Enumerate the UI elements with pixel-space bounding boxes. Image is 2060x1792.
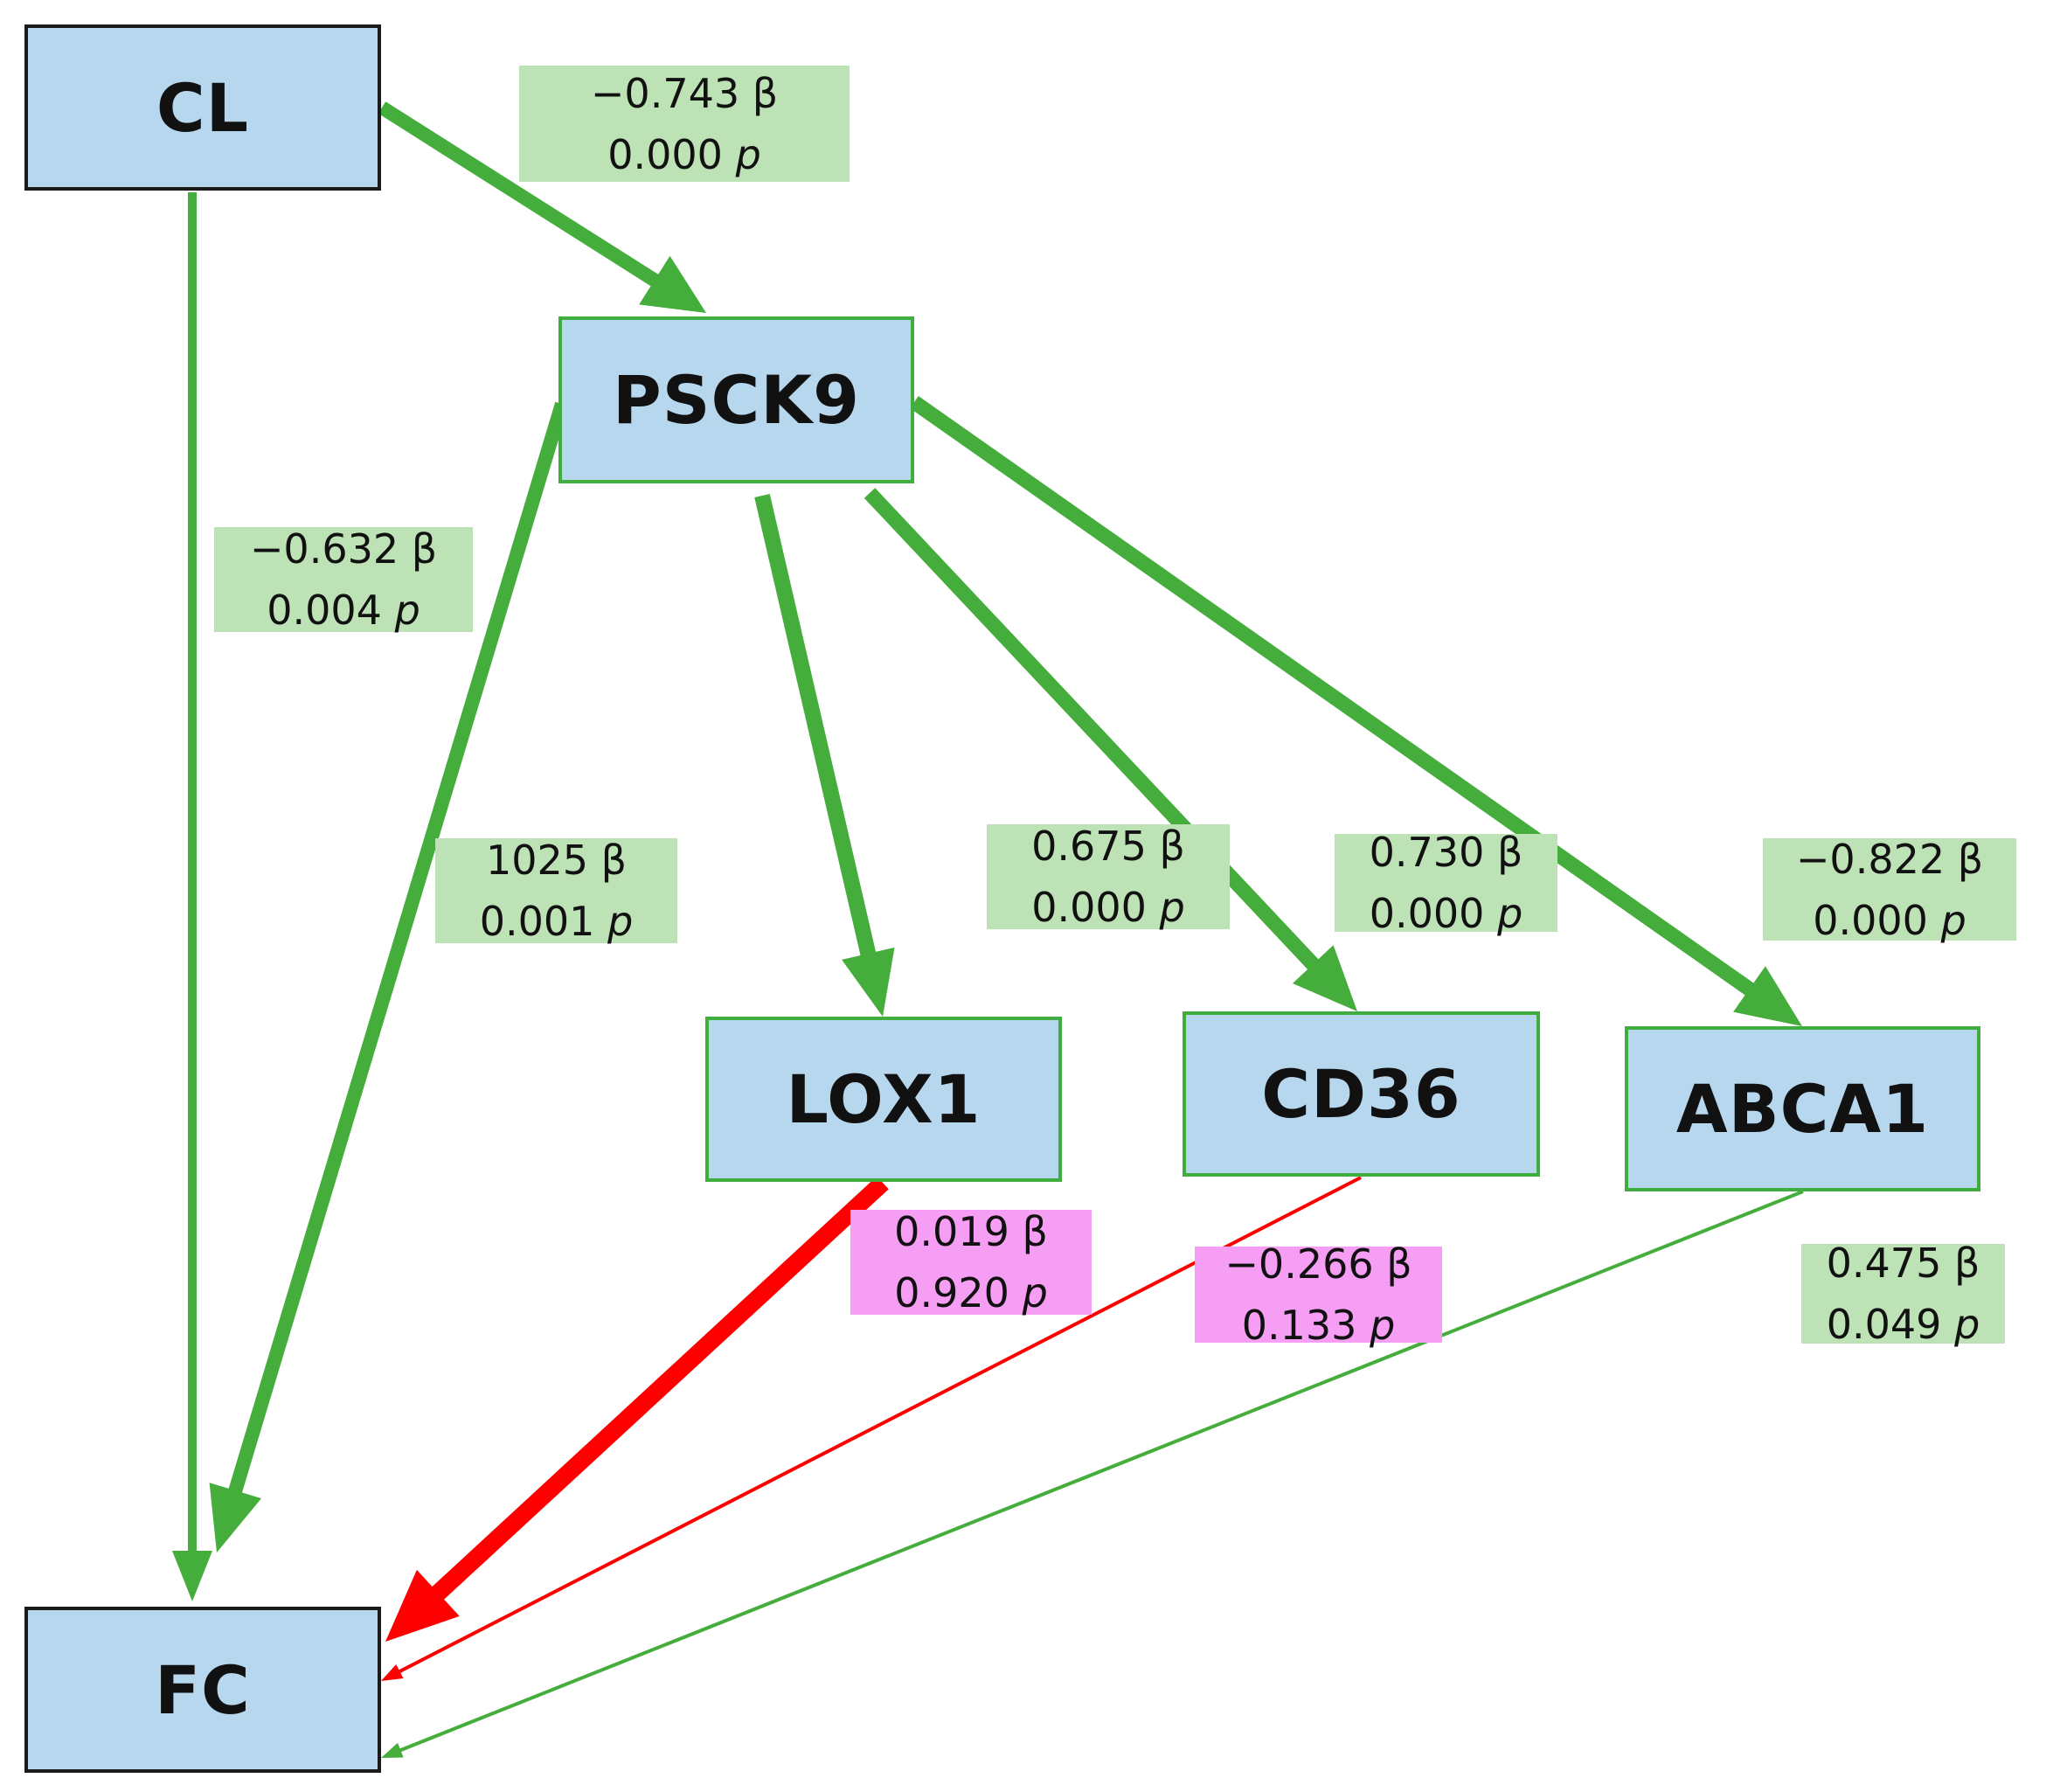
beta-value: −0.266 <box>1224 1240 1374 1288</box>
arrow-shaft <box>431 1176 889 1601</box>
arrow-psck9-abca1 <box>910 396 1802 1026</box>
arrow-head <box>381 1664 404 1681</box>
beta-value: 0.675 <box>1031 823 1147 870</box>
node-cl[interactable]: CL <box>24 24 381 191</box>
p-value: 0.920 <box>894 1269 1009 1316</box>
edge-label-cl-fc: −0.632 β 0.004 p <box>214 525 473 634</box>
node-fc[interactable]: FC <box>24 1607 381 1773</box>
p-value: 0.001 <box>479 898 595 945</box>
beta-symbol: β <box>600 837 628 884</box>
arrow-shaft <box>398 1190 1804 1753</box>
p-symbol: p <box>1370 1302 1396 1349</box>
arrow-head <box>385 1569 460 1642</box>
p-symbol: p <box>1954 1301 1980 1348</box>
arrow-shaft <box>864 488 1320 971</box>
beta-value: 1025 <box>485 837 589 884</box>
arrow-abca1-fc <box>381 1190 1804 1758</box>
arrow-lox1-fc <box>385 1176 889 1642</box>
arrow-psck9-fc <box>209 401 569 1552</box>
p-value: 0.004 <box>267 587 382 634</box>
arrow-psck9-lox1 <box>754 493 895 1017</box>
arrow-cl-fc <box>172 192 212 1601</box>
beta-value: 0.730 <box>1369 829 1485 876</box>
arrow-head <box>209 1483 261 1552</box>
beta-value: 0.475 <box>1826 1240 1942 1287</box>
node-psck9[interactable]: PSCK9 <box>558 316 914 483</box>
edge-label-abca1-fc: 0.475 β 0.049 p <box>1801 1240 2005 1348</box>
beta-symbol: β <box>1953 1240 1980 1287</box>
node-cd36[interactable]: CD36 <box>1183 1011 1540 1177</box>
beta-symbol: β <box>411 525 438 573</box>
arrow-shaft <box>754 493 877 957</box>
arrow-head <box>1733 966 1802 1026</box>
p-symbol: p <box>1022 1269 1048 1316</box>
edge-label-psck9-fc: 1025 β 0.001 p <box>435 837 677 945</box>
beta-symbol: β <box>1957 835 1984 883</box>
arrow-cl-psck9 <box>378 101 706 313</box>
beta-symbol: β <box>1386 1240 1412 1288</box>
p-symbol: p <box>735 130 761 178</box>
p-value: 0.133 <box>1241 1302 1357 1349</box>
beta-symbol: β <box>752 69 779 117</box>
edge-label-psck9-lox1: 0.675 β 0.000 p <box>987 823 1230 931</box>
p-value: 0.000 <box>1813 896 1928 944</box>
arrow-head <box>172 1551 212 1601</box>
edge-label-lox1-fc: 0.019 β 0.920 p <box>850 1208 1092 1316</box>
edge-label-psck9-abca1: −0.822 β 0.000 p <box>1763 835 2016 944</box>
beta-symbol: β <box>1496 829 1523 876</box>
node-abca1[interactable]: ABCA1 <box>1625 1026 1980 1191</box>
beta-value: −0.632 <box>249 525 399 573</box>
arrow-shaft <box>378 101 660 288</box>
p-symbol: p <box>394 587 420 634</box>
edge-label-cl-psck9: −0.743 β 0.000 p <box>519 66 850 182</box>
node-lox1[interactable]: LOX1 <box>705 1017 1062 1182</box>
p-value: 0.000 <box>1369 890 1485 937</box>
beta-value: −0.822 <box>1795 835 1946 883</box>
beta-value: −0.743 <box>590 69 740 117</box>
arrow-head <box>842 947 895 1017</box>
arrow-shaft <box>228 401 569 1495</box>
p-value: 0.000 <box>607 130 723 178</box>
beta-value: 0.019 <box>894 1208 1009 1255</box>
edge-label-cd36-fc: −0.266 β 0.133 p <box>1195 1240 1442 1349</box>
beta-symbol: β <box>1159 823 1185 870</box>
p-value: 0.000 <box>1031 884 1147 931</box>
arrow-shaft <box>910 396 1755 997</box>
beta-symbol: β <box>1022 1208 1048 1255</box>
arrow-head <box>381 1742 404 1758</box>
p-symbol: p <box>1497 890 1523 937</box>
arrow-psck9-cd36 <box>864 488 1357 1011</box>
p-value: 0.049 <box>1826 1301 1942 1348</box>
arrow-head <box>639 255 706 313</box>
p-symbol: p <box>1940 896 1966 944</box>
arrow-head <box>1293 945 1357 1011</box>
p-symbol: p <box>607 898 634 945</box>
p-symbol: p <box>1159 884 1185 931</box>
edge-label-psck9-cd36: 0.730 β 0.000 p <box>1335 829 1557 937</box>
